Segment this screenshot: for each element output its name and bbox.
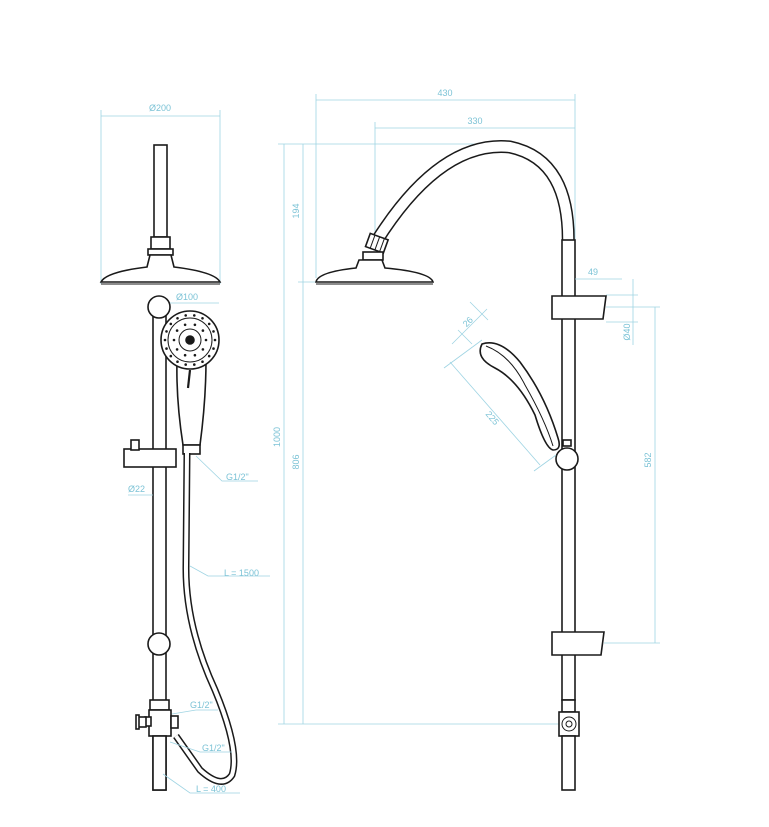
nozzle-dot	[183, 323, 187, 327]
hand-shower-diameter-dimension: Ø100	[170, 292, 219, 304]
rail-diameter-dimension: Ø22	[128, 484, 153, 496]
side-view: 430 330 1000 194 806	[272, 88, 660, 791]
hand-shower-width-label: 26	[461, 315, 475, 329]
valve-bottom-connection-label: G1/2"	[202, 743, 225, 753]
nozzle-dot	[163, 338, 167, 342]
upper-rail-fitting	[147, 295, 171, 319]
head-diameter-label: Ø200	[149, 103, 171, 113]
nozzle-dot	[201, 360, 204, 364]
side-hand-holder	[555, 447, 579, 471]
hand-shower-diameter-label: Ø100	[176, 292, 198, 302]
head-joint	[150, 236, 171, 250]
nozzle-dot	[184, 363, 187, 366]
nozzle-dot	[201, 348, 205, 351]
arm-reach-dimension: 330	[374, 116, 575, 235]
nozzle-dot	[207, 322, 211, 326]
column-height-label: 806	[291, 454, 301, 469]
nozzle-dot	[204, 338, 208, 342]
nozzle-dot	[169, 322, 173, 326]
bracket-spacing-label: 582	[643, 452, 653, 467]
overall-width-label: 430	[437, 88, 452, 98]
hand-shower-width-dimension: 26	[451, 301, 489, 345]
nozzle-dot	[207, 354, 211, 358]
bottom-pipe-length-label: L = 400	[196, 784, 226, 794]
hose-length-label: L = 1500	[224, 568, 259, 578]
nozzle-dot	[184, 314, 187, 317]
side-head-joint	[364, 232, 390, 255]
nozzle-dot	[183, 353, 187, 357]
bracket-offset-label: 49	[588, 267, 598, 277]
overhead-shower-head	[99, 254, 222, 283]
overall-width-dimension: 430	[315, 88, 576, 278]
head-diameter-dimension: Ø200	[100, 103, 221, 284]
front-view: Ø200 Ø100	[99, 103, 270, 794]
nozzle-dot	[176, 317, 179, 320]
nozzle-dot	[172, 338, 176, 342]
total-height-dimension: 1000	[272, 143, 480, 724]
bracket-diameter-label: Ø40	[622, 323, 632, 340]
nozzle-dot	[213, 338, 217, 342]
top-pipe	[153, 144, 168, 238]
total-height-label: 1000	[272, 427, 282, 447]
nozzle-dot	[193, 363, 196, 366]
bracket-spacing-dimension: 582	[604, 306, 660, 644]
nozzle-dot	[193, 323, 197, 327]
hand-shower-length-label: 225	[484, 409, 501, 427]
side-overhead-shower-head	[315, 259, 435, 283]
nozzle-dot	[169, 354, 173, 358]
nozzle-dot	[165, 330, 168, 333]
upper-wall-bracket	[551, 295, 607, 320]
nozzle-dot	[175, 348, 179, 351]
arm-reach-label: 330	[467, 116, 482, 126]
lower-rail-fitting	[147, 632, 171, 656]
nozzle-dot	[165, 347, 168, 350]
nozzle-dot	[212, 330, 215, 333]
diverter-valve	[135, 699, 179, 791]
hose-connector	[182, 444, 201, 455]
nozzle-dot	[193, 314, 196, 317]
arm-height-label: 194	[291, 203, 301, 218]
hand-connection-label: G1/2"	[226, 472, 249, 482]
arm-height-dimension: 194	[291, 144, 304, 282]
rail-diameter-label: Ø22	[128, 484, 145, 494]
nozzle-dot	[176, 360, 179, 364]
bracket-offset-dimension: 49 Ø40	[575, 267, 638, 345]
lower-wall-bracket	[551, 631, 605, 656]
hand-shower-holder	[123, 448, 177, 468]
hand-shower-front	[160, 310, 220, 446]
nozzle-dot	[175, 329, 179, 332]
nozzle-dot	[201, 329, 205, 332]
side-diverter-valve	[558, 699, 580, 791]
nozzle-dot	[201, 317, 204, 320]
valve-top-connection-label: G1/2"	[190, 700, 213, 710]
nozzle-dot	[212, 347, 215, 350]
hand-shower-side	[479, 342, 560, 451]
column-height-dimension: 806	[278, 281, 560, 725]
nozzle-dot	[193, 353, 197, 357]
